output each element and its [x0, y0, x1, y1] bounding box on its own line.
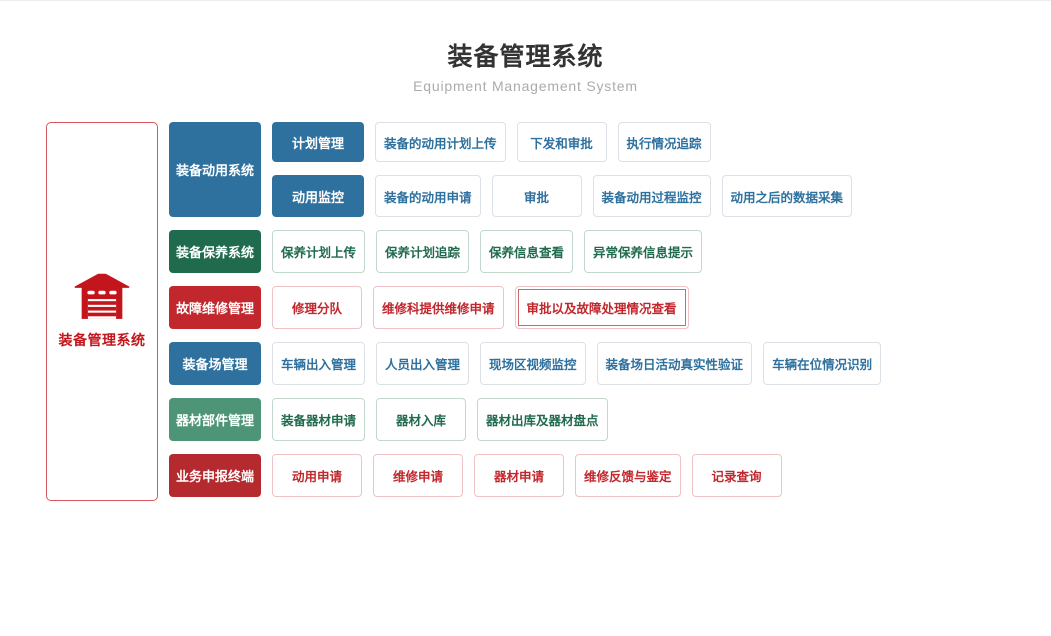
category-node: 器材部件管理 [169, 398, 261, 441]
category-node: 装备动用系统 [169, 122, 261, 217]
leaf-node: 执行情况追踪 [617, 122, 711, 162]
branch-fault-repair: 故障维修管理 修理分队 维修科提供维修申请 审批以及故障处理情况查看 [169, 286, 881, 329]
leaf-node: 现场区视频监控 [480, 342, 586, 385]
leaf-node: 保养计划上传 [272, 230, 366, 273]
leaf-node: 装备动用过程监控 [592, 175, 711, 217]
leaf-node: 车辆出入管理 [272, 342, 366, 385]
branch-maintenance-system: 装备保养系统 保养计划上传 保养计划追踪 保养信息查看 异常保养信息提示 [169, 230, 881, 273]
leaf-node: 维修申请 [373, 454, 463, 497]
leaf-node: 动用申请 [272, 454, 362, 497]
branch-material-parts: 器材部件管理 装备器材申请 器材入库 器材出库及器材盘点 [169, 398, 881, 441]
category-node: 装备保养系统 [169, 230, 261, 273]
leaf-node: 保养计划追踪 [376, 230, 470, 273]
leaf-node: 维修反馈与鉴定 [575, 454, 681, 497]
branch-equipment-yard: 装备场管理 车辆出入管理 人员出入管理 现场区视频监控 装备场日活动真实性验证 … [169, 342, 882, 385]
subrow-usage-monitoring: 动用监控 装备的动用申请 审批 装备动用过程监控 动用之后的数据采集 [272, 175, 853, 217]
page-header: 装备管理系统 Equipment Management System [0, 1, 1051, 94]
category-node: 故障维修管理 [169, 286, 261, 329]
leaf-node: 车辆在位情况识别 [763, 342, 882, 385]
leaf-node: 修理分队 [272, 286, 362, 329]
subrow-plan-management: 计划管理 装备的动用计划上传 下发和审批 执行情况追踪 [272, 122, 852, 162]
subcategory-node: 动用监控 [272, 175, 364, 217]
page-title: 装备管理系统 [447, 43, 604, 71]
branch-business-terminal: 业务申报终端 动用申请 维修申请 器材申请 维修反馈与鉴定 记录查询 [169, 454, 881, 497]
leaf-node: 维修科提供维修申请 [373, 286, 504, 329]
garage-icon [74, 273, 130, 319]
subrows: 计划管理 装备的动用计划上传 下发和审批 执行情况追踪 动用监控 装备的动用申请… [272, 122, 853, 217]
category-node: 业务申报终端 [169, 454, 261, 497]
category-node: 装备场管理 [169, 342, 261, 385]
leaf-node: 动用之后的数据采集 [721, 175, 853, 217]
leaf-node: 装备场日活动真实性验证 [596, 342, 753, 385]
leaf-node: 下发和审批 [516, 122, 607, 162]
leaf-node: 器材出库及器材盘点 [477, 398, 608, 441]
leaf-node: 装备的动用计划上传 [375, 122, 506, 162]
leaf-node: 保养信息查看 [480, 230, 574, 273]
leaf-node: 器材申请 [474, 454, 564, 497]
branch-equipment-mobilization: 装备动用系统 计划管理 装备的动用计划上传 下发和审批 执行情况追踪 动用监控 … [169, 122, 881, 217]
leaf-node: 装备器材申请 [272, 398, 366, 441]
page-subtitle: Equipment Management System [413, 78, 638, 94]
subcategory-node: 计划管理 [272, 122, 364, 162]
leaf-node: 装备的动用申请 [375, 175, 481, 217]
root-node: 装备管理系统 [46, 122, 158, 501]
leaf-node: 审批 [491, 175, 582, 217]
leaf-node: 器材入库 [376, 398, 467, 441]
system-diagram: 装备管理系统 装备动用系统 计划管理 装备的动用计划上传 下发和审批 执行情况追… [46, 122, 1051, 501]
leaf-node: 人员出入管理 [376, 342, 470, 385]
branches-column: 装备动用系统 计划管理 装备的动用计划上传 下发和审批 执行情况追踪 动用监控 … [169, 122, 882, 497]
root-label: 装备管理系统 [58, 332, 146, 348]
leaf-node: 记录查询 [691, 454, 782, 497]
leaf-node-inner: 审批以及故障处理情况查看 [517, 289, 686, 326]
leaf-node: 审批以及故障处理情况查看 [514, 286, 689, 329]
leaf-node: 异常保养信息提示 [584, 230, 703, 273]
